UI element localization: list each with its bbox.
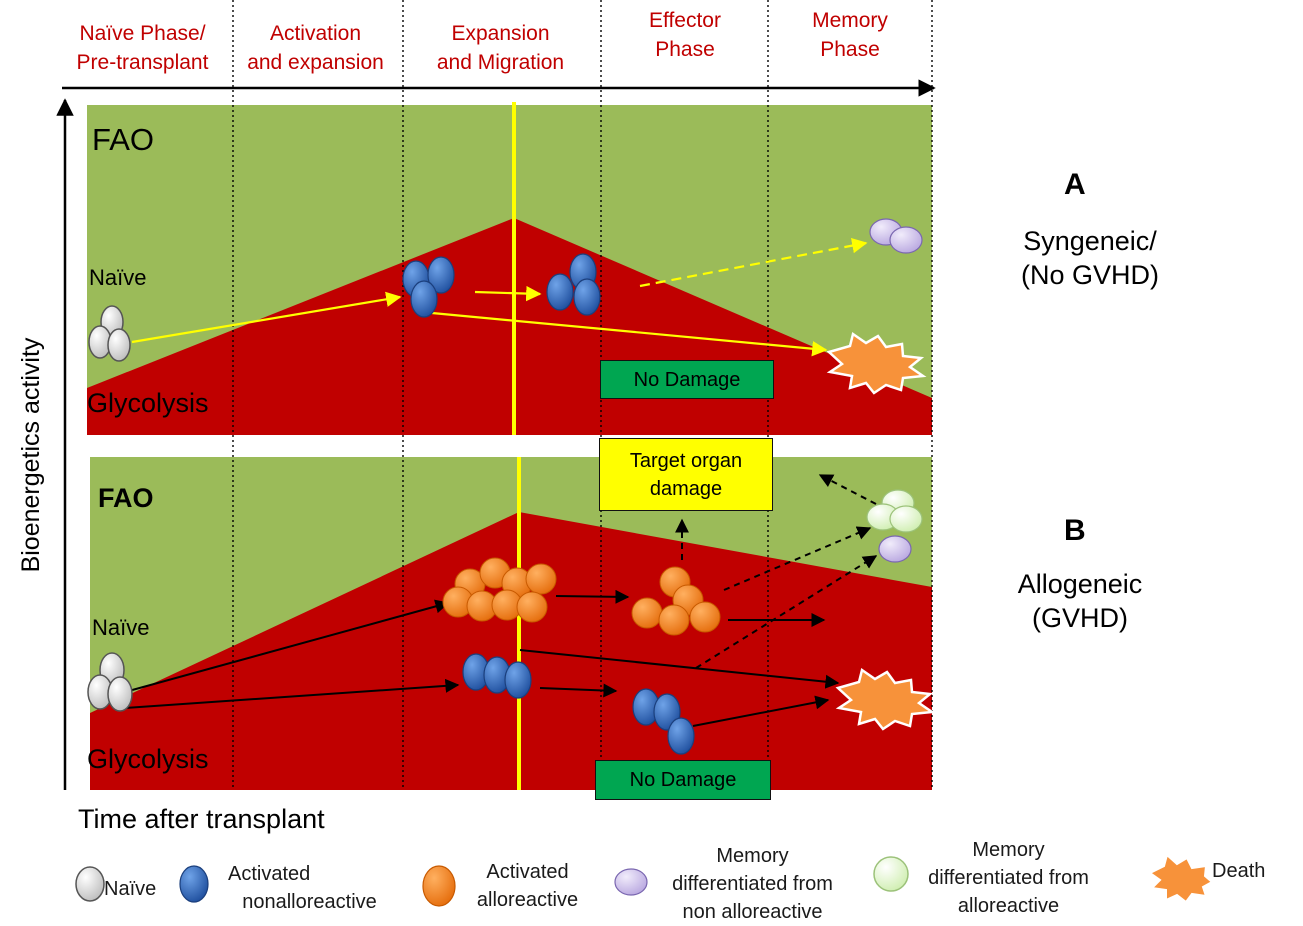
- legend-memory-nonallo-line2: differentiated from: [672, 873, 833, 895]
- death-burst-icon: [1148, 853, 1214, 904]
- panel-b-activated-alloreactive-cells: [442, 557, 721, 636]
- phase-effector-line2: Phase: [655, 38, 715, 61]
- legend-memory-allo-line1: Memory: [972, 839, 1045, 861]
- panel-a-fao-label: FAO: [92, 122, 155, 157]
- panel-a-glycolysis-label: Glycolysis: [87, 388, 209, 418]
- panel-a-title-line2: (No GVHD): [1020, 260, 1159, 290]
- panel-b-fao-label: FAO: [98, 483, 154, 513]
- panel-a: [87, 105, 932, 435]
- panel-b-naive-label: Naïve: [92, 615, 150, 640]
- legend-naive-label: Naïve: [104, 878, 157, 900]
- phase-activation: Activation and expansion: [233, 19, 398, 77]
- panel-a-no-damage-box: No Damage: [600, 360, 774, 399]
- panel-b-naive-cells: [87, 652, 133, 712]
- y-axis-label: Bioenergetics activity: [17, 337, 45, 573]
- panel-b-glycolysis-label: Glycolysis: [87, 744, 209, 774]
- panel-b-arrows: [124, 474, 878, 727]
- legend-icons: [75, 853, 1214, 907]
- legend-activated-nonallo-line1: Activated: [228, 863, 311, 885]
- panel-a-death-icon: [826, 331, 927, 395]
- phase-activation-line2: and expansion: [247, 51, 384, 74]
- nonalloreactive-cell-icon: [179, 865, 209, 903]
- target-organ-line1: Target organ: [629, 449, 743, 472]
- panel-b-target-organ-damage-box: Target organ damage: [599, 438, 773, 511]
- phase-activation-line1: Activation: [269, 22, 362, 45]
- legend-memory-allo-line3: alloreactive: [957, 895, 1060, 917]
- target-organ-line2: damage: [649, 477, 723, 500]
- legend-memory-alloreactive: Memory differentiated from alloreactive: [906, 836, 1111, 920]
- legend-activated-alloreactive: Activated alloreactive: [460, 858, 595, 914]
- panel-b-title-line1: Allogeneic: [1017, 569, 1143, 599]
- panel-b-death-icon: [835, 667, 936, 731]
- phase-effector: Effector Phase: [605, 6, 765, 64]
- panel-a-naive-label: Naïve: [89, 265, 147, 290]
- panel-a-memory-nonalloreactive-cells: [869, 218, 923, 254]
- phase-expansion-line1: Expansion: [451, 22, 550, 45]
- panel-a-title: Syngeneic/ (No GVHD): [1000, 224, 1180, 292]
- phase-memory-line1: Memory: [812, 9, 888, 32]
- legend-memory-nonalloreactive: Memory differentiated from non alloreact…: [650, 842, 855, 926]
- panel-b-memory-alloreactive-cells: [866, 489, 923, 533]
- memory-nonalloreactive-cell-icon: [614, 868, 648, 896]
- panel-a-letter: A: [1064, 168, 1086, 201]
- legend-memory-nonallo-line1: Memory: [716, 845, 789, 867]
- panel-b-activated-nonalloreactive-cells: [462, 653, 695, 755]
- x-axis-label: Time after transplant: [78, 804, 325, 834]
- panel-b: [90, 457, 932, 790]
- legend-activated-nonallo-line2: nonalloreactive: [242, 891, 377, 913]
- alloreactive-cell-icon: [422, 865, 456, 907]
- phase-memory: Memory Phase: [770, 6, 930, 64]
- legend-activated-nonalloreactive: Activated nonalloreactive: [222, 860, 397, 916]
- panel-b-memory-nonalloreactive-cell: [878, 535, 912, 563]
- panel-b-letter: B: [1064, 514, 1086, 547]
- legend-memory-allo-line2: differentiated from: [928, 867, 1089, 889]
- legend-memory-nonallo-line3: non alloreactive: [682, 901, 823, 923]
- phase-expansion: Expansion and Migration: [418, 19, 583, 77]
- phase-effector-line1: Effector: [649, 9, 721, 32]
- phase-naive-line2: Pre-transplant: [76, 51, 209, 74]
- panel-b-title: Allogeneic (GVHD): [990, 567, 1170, 635]
- panel-a-arrows: [131, 238, 868, 357]
- naive-cell-icon: [75, 866, 105, 902]
- legend-activated-allo-line2: alloreactive: [476, 889, 579, 911]
- memory-alloreactive-cell-icon: [873, 856, 909, 892]
- phase-expansion-line2: and Migration: [436, 51, 565, 74]
- phase-memory-line2: Phase: [820, 38, 880, 61]
- legend-death-label: Death: [1212, 860, 1266, 882]
- panel-a-activated-nonalloreactive-cells: [402, 253, 601, 318]
- phase-naive-line1: Naïve Phase/: [79, 22, 206, 45]
- panel-b-title-line2: (GVHD): [1032, 603, 1128, 633]
- legend-activated-allo-line1: Activated: [486, 861, 569, 883]
- panel-a-title-line1: Syngeneic/: [1023, 226, 1157, 256]
- panel-a-naive-cells: [88, 305, 131, 362]
- phase-naive: Naïve Phase/ Pre-transplant: [60, 19, 225, 77]
- panel-b-no-damage-box: No Damage: [595, 760, 771, 800]
